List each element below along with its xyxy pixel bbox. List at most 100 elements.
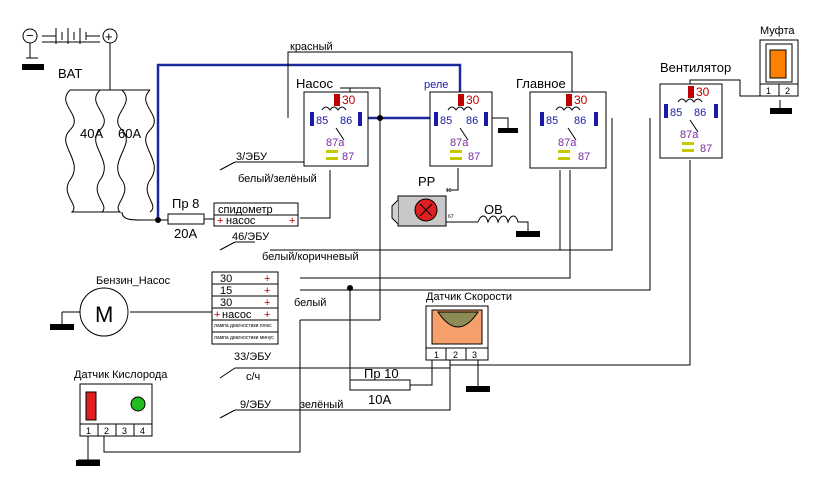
main86-wire <box>560 118 613 251</box>
wire-label-sch: с/ч <box>246 371 260 383</box>
fuel-pump-motor-symbol: М <box>95 302 113 327</box>
ov-coil <box>477 215 529 232</box>
relay-pump-pin85: 85 <box>316 115 328 127</box>
connector-row-30a: 30 <box>220 273 232 285</box>
oxygen-sensor-pin1: 1 <box>86 426 91 436</box>
speedo-label: спидометр <box>218 204 273 216</box>
svg-text:+: + <box>264 297 270 309</box>
relay-main-pin85: 85 <box>546 115 558 127</box>
battery-label: BAT <box>58 66 82 81</box>
junction-dot <box>155 217 161 223</box>
battery-plus-sign: + <box>105 29 113 44</box>
fuse-60a-label: 60A <box>118 126 141 141</box>
relay-main-pin87: 87 <box>578 151 590 163</box>
fuse-pr8-rating: 20A <box>174 226 197 241</box>
battery: − + BAT <box>22 28 118 81</box>
clutch: Муфта 1 2 <box>759 25 799 97</box>
speed-sensor-ground <box>466 386 490 392</box>
relay-pump-pin87a: 87a <box>326 137 345 149</box>
fuel-pump-title: Бензин_Насос <box>96 275 171 287</box>
relay-pump-pin86: 86 <box>340 115 352 127</box>
relay-rele-pin86: 86 <box>466 115 478 127</box>
o2-signal-wire <box>103 320 301 453</box>
relay-rele-pin85: 85 <box>440 115 452 127</box>
relay-pump-pin87: 87 <box>342 151 354 163</box>
relay-fan-pin86: 86 <box>694 107 706 119</box>
wire-label-white-green: белый/зелёный <box>238 173 317 185</box>
ecu46-tick <box>219 241 255 251</box>
relay-main-pin87a: 87a <box>558 137 577 149</box>
wire-label-red: красный <box>290 41 333 53</box>
relay-fan-title: Вентилятор <box>660 60 731 75</box>
relay-rele-pin87a: 87a <box>450 137 469 149</box>
relay-fan-pin87a: 87a <box>680 129 699 141</box>
ecu9-wire <box>219 360 451 419</box>
fan85-wire <box>300 118 651 291</box>
oxygen-sensor-pin4: 4 <box>140 426 145 436</box>
regulator-label: РР <box>418 174 435 189</box>
wire-label-ecu9: 9/ЭБУ <box>240 399 272 411</box>
fuse60-out <box>121 211 172 221</box>
wire-label-ecu46: 46/ЭБУ <box>232 231 270 243</box>
rele-ground-bar <box>498 128 518 133</box>
relay-main-pin30: 30 <box>574 93 588 107</box>
speedo-pump-label: насос <box>226 215 256 227</box>
battery-ground <box>22 64 44 70</box>
relay-rele-pin87: 87 <box>468 151 480 163</box>
fan87-to-sensor <box>450 160 691 366</box>
speed-sensor-pin2: 2 <box>453 350 458 360</box>
fuse-40a-label: 40A <box>80 126 103 141</box>
svg-text:+: + <box>264 309 270 321</box>
connector-diag-minus: лампа диагностики минус <box>214 335 274 341</box>
fuse-pr10-rating: 10A <box>368 392 391 407</box>
connector-row-pump: насос <box>222 309 252 321</box>
clutch-title: Муфта <box>760 25 795 37</box>
relay-rele-title: реле <box>424 79 448 91</box>
rele-to-regulator <box>446 168 459 191</box>
fuse-block-left <box>65 89 127 213</box>
clutch-pin2: 2 <box>785 86 790 96</box>
relay-fan-pin30: 30 <box>696 85 710 99</box>
relay-rele-pin30: 30 <box>466 93 480 107</box>
fuse-pr10: Пр 10 10A <box>349 366 411 407</box>
regulator-pin67: 67 <box>448 214 454 220</box>
speedo-pump-block: спидометр + насос + <box>213 202 299 227</box>
wire-label-ecu3: 3/ЭБУ <box>236 151 268 163</box>
clutch-ground-bar <box>770 108 792 114</box>
speed-sensor-title: Датчик Скорости <box>426 291 512 303</box>
red-wire <box>287 51 573 118</box>
junction-dot <box>377 115 383 121</box>
wire-label-ecu33: 33/ЭБУ <box>234 351 272 363</box>
relay-fan-pin87: 87 <box>700 143 712 155</box>
svg-text:+: + <box>264 285 270 297</box>
connector-block: 30 + 15 + 30 + + насос + лампа диагности… <box>211 271 279 345</box>
fuse-pr10-name: Пр 10 <box>364 366 399 381</box>
relay-fan-pin85: 85 <box>670 107 682 119</box>
svg-text:+: + <box>264 273 270 285</box>
connector-row-15: 15 <box>220 285 232 297</box>
wire-label-green: зелёный <box>300 399 343 411</box>
battery-minus-sign: − <box>26 28 34 43</box>
relay-pump: Насос 30 85 86 87a 87 <box>296 76 369 167</box>
oxygen-sensor: Датчик Кислорода 1 2 3 4 <box>74 369 168 437</box>
fuse-pr8: Пр 8 20A <box>167 196 214 241</box>
speed-sensor-pin3: 3 <box>472 350 477 360</box>
pump87-to-block <box>300 170 331 219</box>
fuse-pr8-name: Пр 8 <box>172 196 199 211</box>
oxygen-sensor-pin2: 2 <box>104 426 109 436</box>
relay-main-pin86: 86 <box>574 115 586 127</box>
o2-ground-wire <box>78 436 100 461</box>
speed-sensor-pin1: 1 <box>434 350 439 360</box>
relay-main-title: Главное <box>516 76 566 91</box>
fuse-block-right <box>95 89 155 213</box>
o2-ground <box>76 460 100 466</box>
relay-fan: Вентилятор 30 85 86 87a 87 <box>659 60 731 159</box>
main87-to-block <box>300 170 571 279</box>
fuel-pump-ground <box>52 312 72 327</box>
battery-plus-wire <box>42 41 120 91</box>
relay-pump-title: Насос <box>296 76 333 91</box>
fuel-pump-ground-bar <box>50 324 74 330</box>
relay-rele: реле 30 85 86 87a 87 <box>424 79 493 167</box>
svg-text:+: + <box>214 309 220 321</box>
fan30-to-clutch <box>689 79 762 97</box>
